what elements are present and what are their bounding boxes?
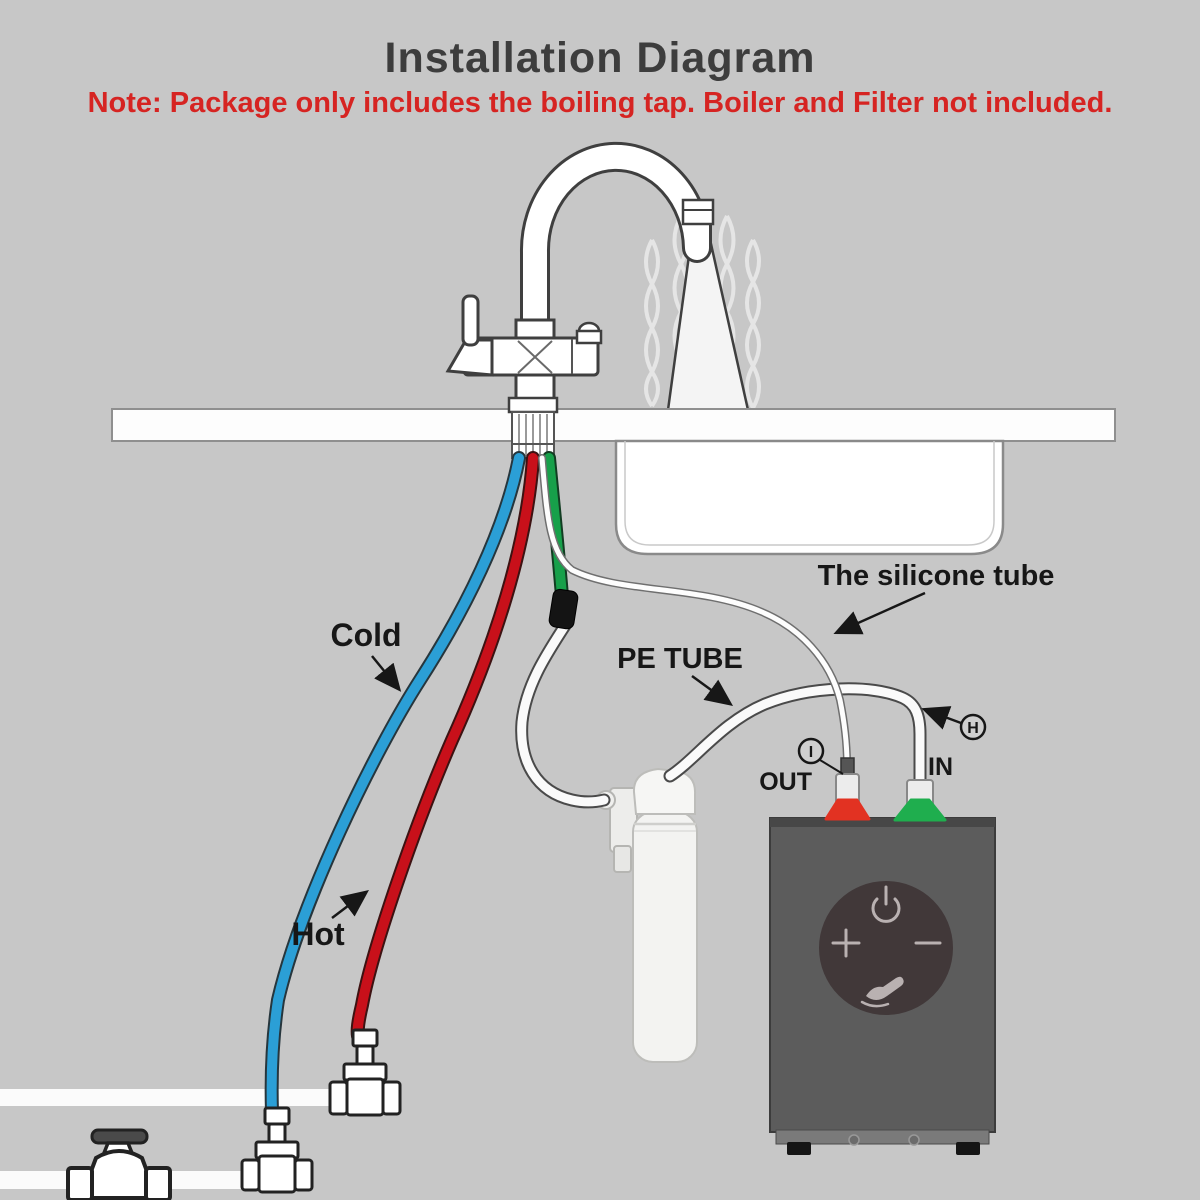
- out-port: [824, 757, 871, 821]
- boiler-base: [775, 1129, 990, 1145]
- water-pipe-upper: [0, 1089, 340, 1106]
- boiler-unit: [769, 817, 996, 1155]
- in-label: IN: [928, 753, 953, 781]
- silicone-tube-label: The silicone tube: [818, 560, 1055, 592]
- cold-arrow: [371, 655, 402, 692]
- cold-valve: [240, 1106, 314, 1194]
- hot-label: Hot: [291, 916, 345, 952]
- aerator-nozzle: [681, 198, 715, 226]
- out-port-base: [824, 798, 871, 821]
- callout-i-circle: [797, 737, 825, 765]
- boiler-foot-left: [787, 1142, 811, 1155]
- page-title: Installation Diagram: [385, 34, 816, 82]
- callout-i-letter: I: [809, 744, 813, 761]
- pe-tube-loop: [517, 619, 609, 807]
- hot-arrow: [331, 889, 369, 919]
- power-icon: [871, 897, 901, 923]
- silicone-tube-arrow: [833, 591, 926, 635]
- cold-label: Cold: [330, 617, 401, 653]
- valve-handle: [90, 1128, 149, 1145]
- sink-basin: [614, 439, 1005, 556]
- filter-cartridge: [632, 811, 698, 1063]
- in-port: [893, 779, 947, 822]
- hot-tube: [352, 453, 538, 1041]
- cold-valve-top-fitting: [263, 1106, 291, 1126]
- faucet-base-flange: [507, 396, 559, 414]
- callout-h-letter: H: [967, 720, 979, 737]
- boiler-screw: [848, 1134, 860, 1146]
- pe-tube-boiler: [665, 684, 925, 791]
- hot-valve: [328, 1028, 402, 1117]
- faucet: [445, 141, 715, 459]
- boiler-screw: [908, 1134, 920, 1146]
- callout-h-circle: [959, 713, 987, 741]
- cold-tube: [266, 453, 524, 1117]
- threaded-shank: [511, 411, 555, 459]
- in-port-base: [893, 798, 947, 822]
- callout-i-leader: [819, 759, 844, 775]
- countertop: [111, 408, 1116, 442]
- control-panel: [819, 881, 953, 1015]
- main-shutoff-valve: [66, 1128, 172, 1200]
- tube-connector: [548, 588, 579, 630]
- note-text: Note: Package only includes the boiling …: [88, 87, 1113, 119]
- faucet-handle-lever: [445, 338, 494, 377]
- boiler-foot-right: [956, 1142, 980, 1155]
- filtered-water-tube: [544, 453, 567, 601]
- hot-valve-top-fitting: [351, 1028, 379, 1048]
- touch-gesture-icon: [866, 976, 904, 1000]
- callouts: The silicone tube PE TUBE Cold Hot OUT I…: [291, 560, 1054, 952]
- tubes: [264, 451, 927, 1119]
- out-label: OUT: [759, 768, 812, 796]
- callout-h-arrow: [921, 706, 962, 730]
- faucet-handle-grip: [461, 294, 480, 347]
- pe-tube-arrow: [691, 674, 734, 706]
- filter-unit: [596, 767, 698, 1063]
- valve-body: [88, 1149, 150, 1200]
- plus-icon: [831, 928, 861, 958]
- pe-tube-label: PE TUBE: [617, 643, 743, 675]
- silicone-tube: [539, 455, 850, 767]
